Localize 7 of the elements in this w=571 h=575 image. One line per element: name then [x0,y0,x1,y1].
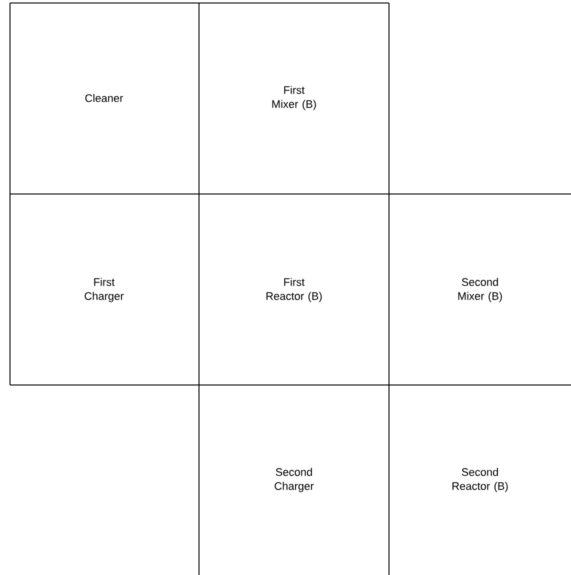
equipment-label: Cleaner [85,94,124,102]
equipment-label: First Charger [84,278,124,302]
equipment-label: Second Charger [274,468,314,492]
equipment-label: Second Mixer (B) [458,278,502,302]
equipment-label: Second Reactor (B) [452,468,508,492]
equipment-label: First Mixer (B) [272,86,316,110]
equipment-label: First Reactor (B) [266,278,322,302]
